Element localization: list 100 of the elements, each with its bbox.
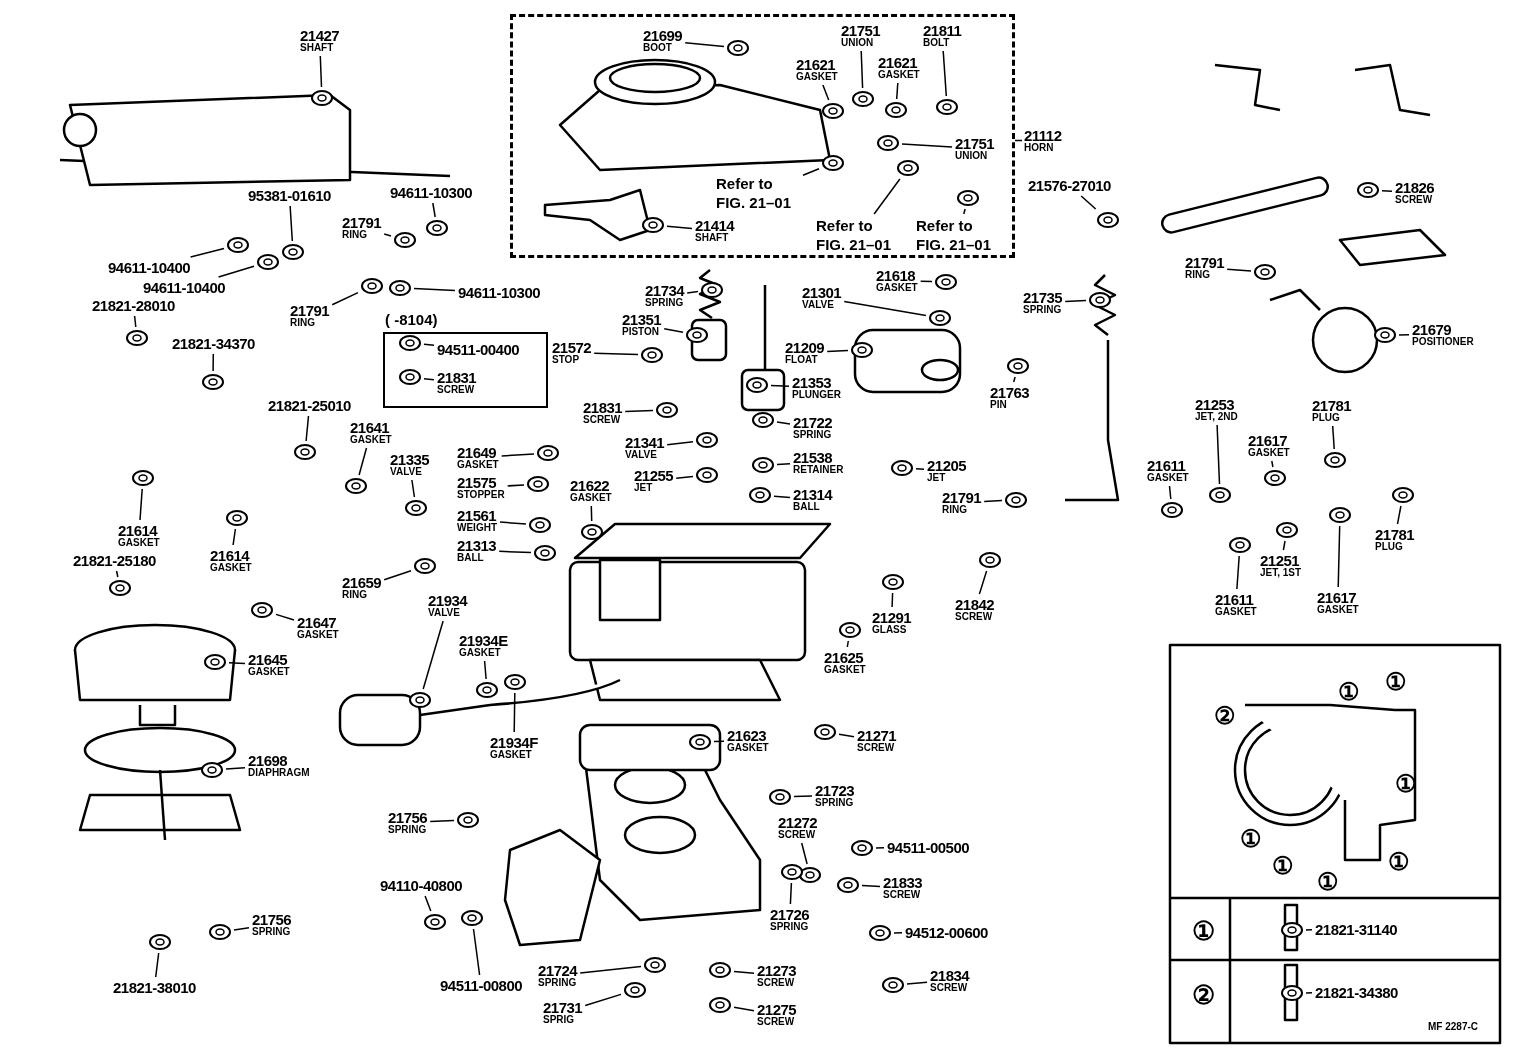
leader-line	[411, 479, 416, 498]
part-number: 21791	[942, 490, 982, 505]
part-drawing	[822, 155, 844, 171]
leader-line	[1305, 929, 1313, 931]
leader-line	[713, 740, 725, 743]
part-name: SCREW	[437, 385, 476, 395]
part-number: 94511-00800	[440, 978, 523, 993]
part-drawing	[781, 864, 803, 880]
part-drawing	[1254, 264, 1276, 280]
part-drawing	[752, 412, 774, 428]
part-number: 21572	[552, 340, 592, 355]
part-number: 94611-10400	[143, 280, 226, 295]
part-name: SCREW	[930, 983, 969, 993]
part-number: 21821-25010	[268, 398, 351, 413]
dashed-group-frame	[510, 14, 1015, 258]
callout-number: ①	[1272, 854, 1294, 878]
part-drawing	[644, 957, 666, 973]
part-drawing	[457, 812, 479, 828]
part-number: 21647	[297, 615, 337, 630]
part-name: SPRING	[538, 978, 578, 988]
part-name: SPRING	[252, 927, 292, 937]
leader-line	[319, 55, 323, 88]
part-number: 21781	[1375, 527, 1415, 542]
part-name: STOP	[552, 355, 581, 365]
leader-line	[472, 928, 481, 976]
part-drawing	[709, 997, 731, 1013]
part-drawing	[851, 342, 873, 358]
part-number: 21614	[210, 548, 250, 563]
part-drawing	[749, 487, 771, 503]
part-number: 94611-10300	[390, 185, 473, 200]
part-number: 21112	[1024, 128, 1062, 143]
part-number: 94110-40800	[380, 878, 463, 893]
part-number: 21301	[802, 285, 842, 300]
leader-line	[663, 328, 684, 334]
leader-line	[423, 343, 435, 347]
part-number: 21722	[793, 415, 833, 430]
part-number: 21751	[841, 23, 881, 38]
leader-line	[115, 570, 119, 578]
leader-line	[413, 287, 456, 292]
part-number: 21821-34370	[172, 336, 255, 351]
callout-number: ①	[1338, 680, 1360, 704]
part-drawing	[814, 724, 836, 740]
part-name: PLUG	[1375, 542, 1404, 552]
part-name: UNION	[955, 151, 989, 161]
part-number: 21414	[695, 218, 735, 233]
figure-code: MF 2287-C	[1428, 1022, 1478, 1032]
part-number: 21734	[645, 283, 685, 298]
leader-line	[289, 205, 294, 242]
part-drawing	[504, 674, 526, 690]
leader-line	[1331, 425, 1335, 450]
leader-line	[331, 291, 359, 306]
part-number: 21934F	[490, 735, 538, 750]
leader-line	[942, 50, 948, 97]
leader-line	[232, 528, 237, 546]
leader-line	[873, 178, 901, 215]
part-drawing	[746, 377, 768, 393]
part-number: 21611	[1215, 592, 1254, 607]
part-number: 21275	[757, 1002, 797, 1017]
leader-line	[1236, 555, 1240, 590]
part-name: GASKET	[297, 630, 339, 640]
leader-line	[789, 882, 793, 905]
part-drawing	[209, 924, 231, 940]
part-drawing	[282, 244, 304, 260]
part-drawing	[529, 517, 551, 533]
part-name: SPRING	[388, 825, 428, 835]
leader-line	[846, 640, 850, 648]
leader-line	[358, 447, 368, 476]
part-drawing	[1276, 522, 1298, 538]
part-number: 21821-34380	[1315, 985, 1398, 1000]
leader-line	[860, 50, 864, 89]
part-name: POSITIONER	[1412, 337, 1474, 347]
part-drawing	[701, 282, 723, 298]
part-name: GASKET	[248, 667, 290, 677]
leader-line	[963, 208, 966, 215]
part-name: SPRING	[815, 798, 855, 808]
part-number: 21575	[457, 475, 497, 490]
leader-line	[666, 225, 693, 230]
part-drawing	[527, 476, 549, 492]
leader-line	[901, 143, 953, 148]
leader-line	[978, 570, 988, 595]
part-number: 21821-25180	[73, 553, 156, 568]
leader-line	[686, 290, 699, 294]
part-name: SCREW	[1395, 195, 1434, 205]
leader-line	[432, 202, 436, 218]
part-name: GASKET	[459, 648, 502, 658]
part-number: 21679	[1412, 322, 1452, 337]
reference-note: Refer to FIG. 21–01	[916, 217, 993, 255]
part-name: SPRING	[793, 430, 833, 440]
leader-line	[675, 475, 694, 479]
part-name: FLOAT	[785, 355, 819, 365]
part-drawing	[461, 910, 483, 926]
part-drawing	[204, 654, 226, 670]
part-number: 21833	[883, 875, 923, 890]
part-drawing	[1097, 212, 1119, 228]
part-number: 21735	[1023, 290, 1063, 305]
part-number: 21253	[1195, 397, 1235, 412]
part-drawing	[251, 602, 273, 618]
part-name: SCREW	[857, 743, 896, 753]
leader-line	[776, 463, 791, 466]
leader-line	[579, 965, 642, 974]
